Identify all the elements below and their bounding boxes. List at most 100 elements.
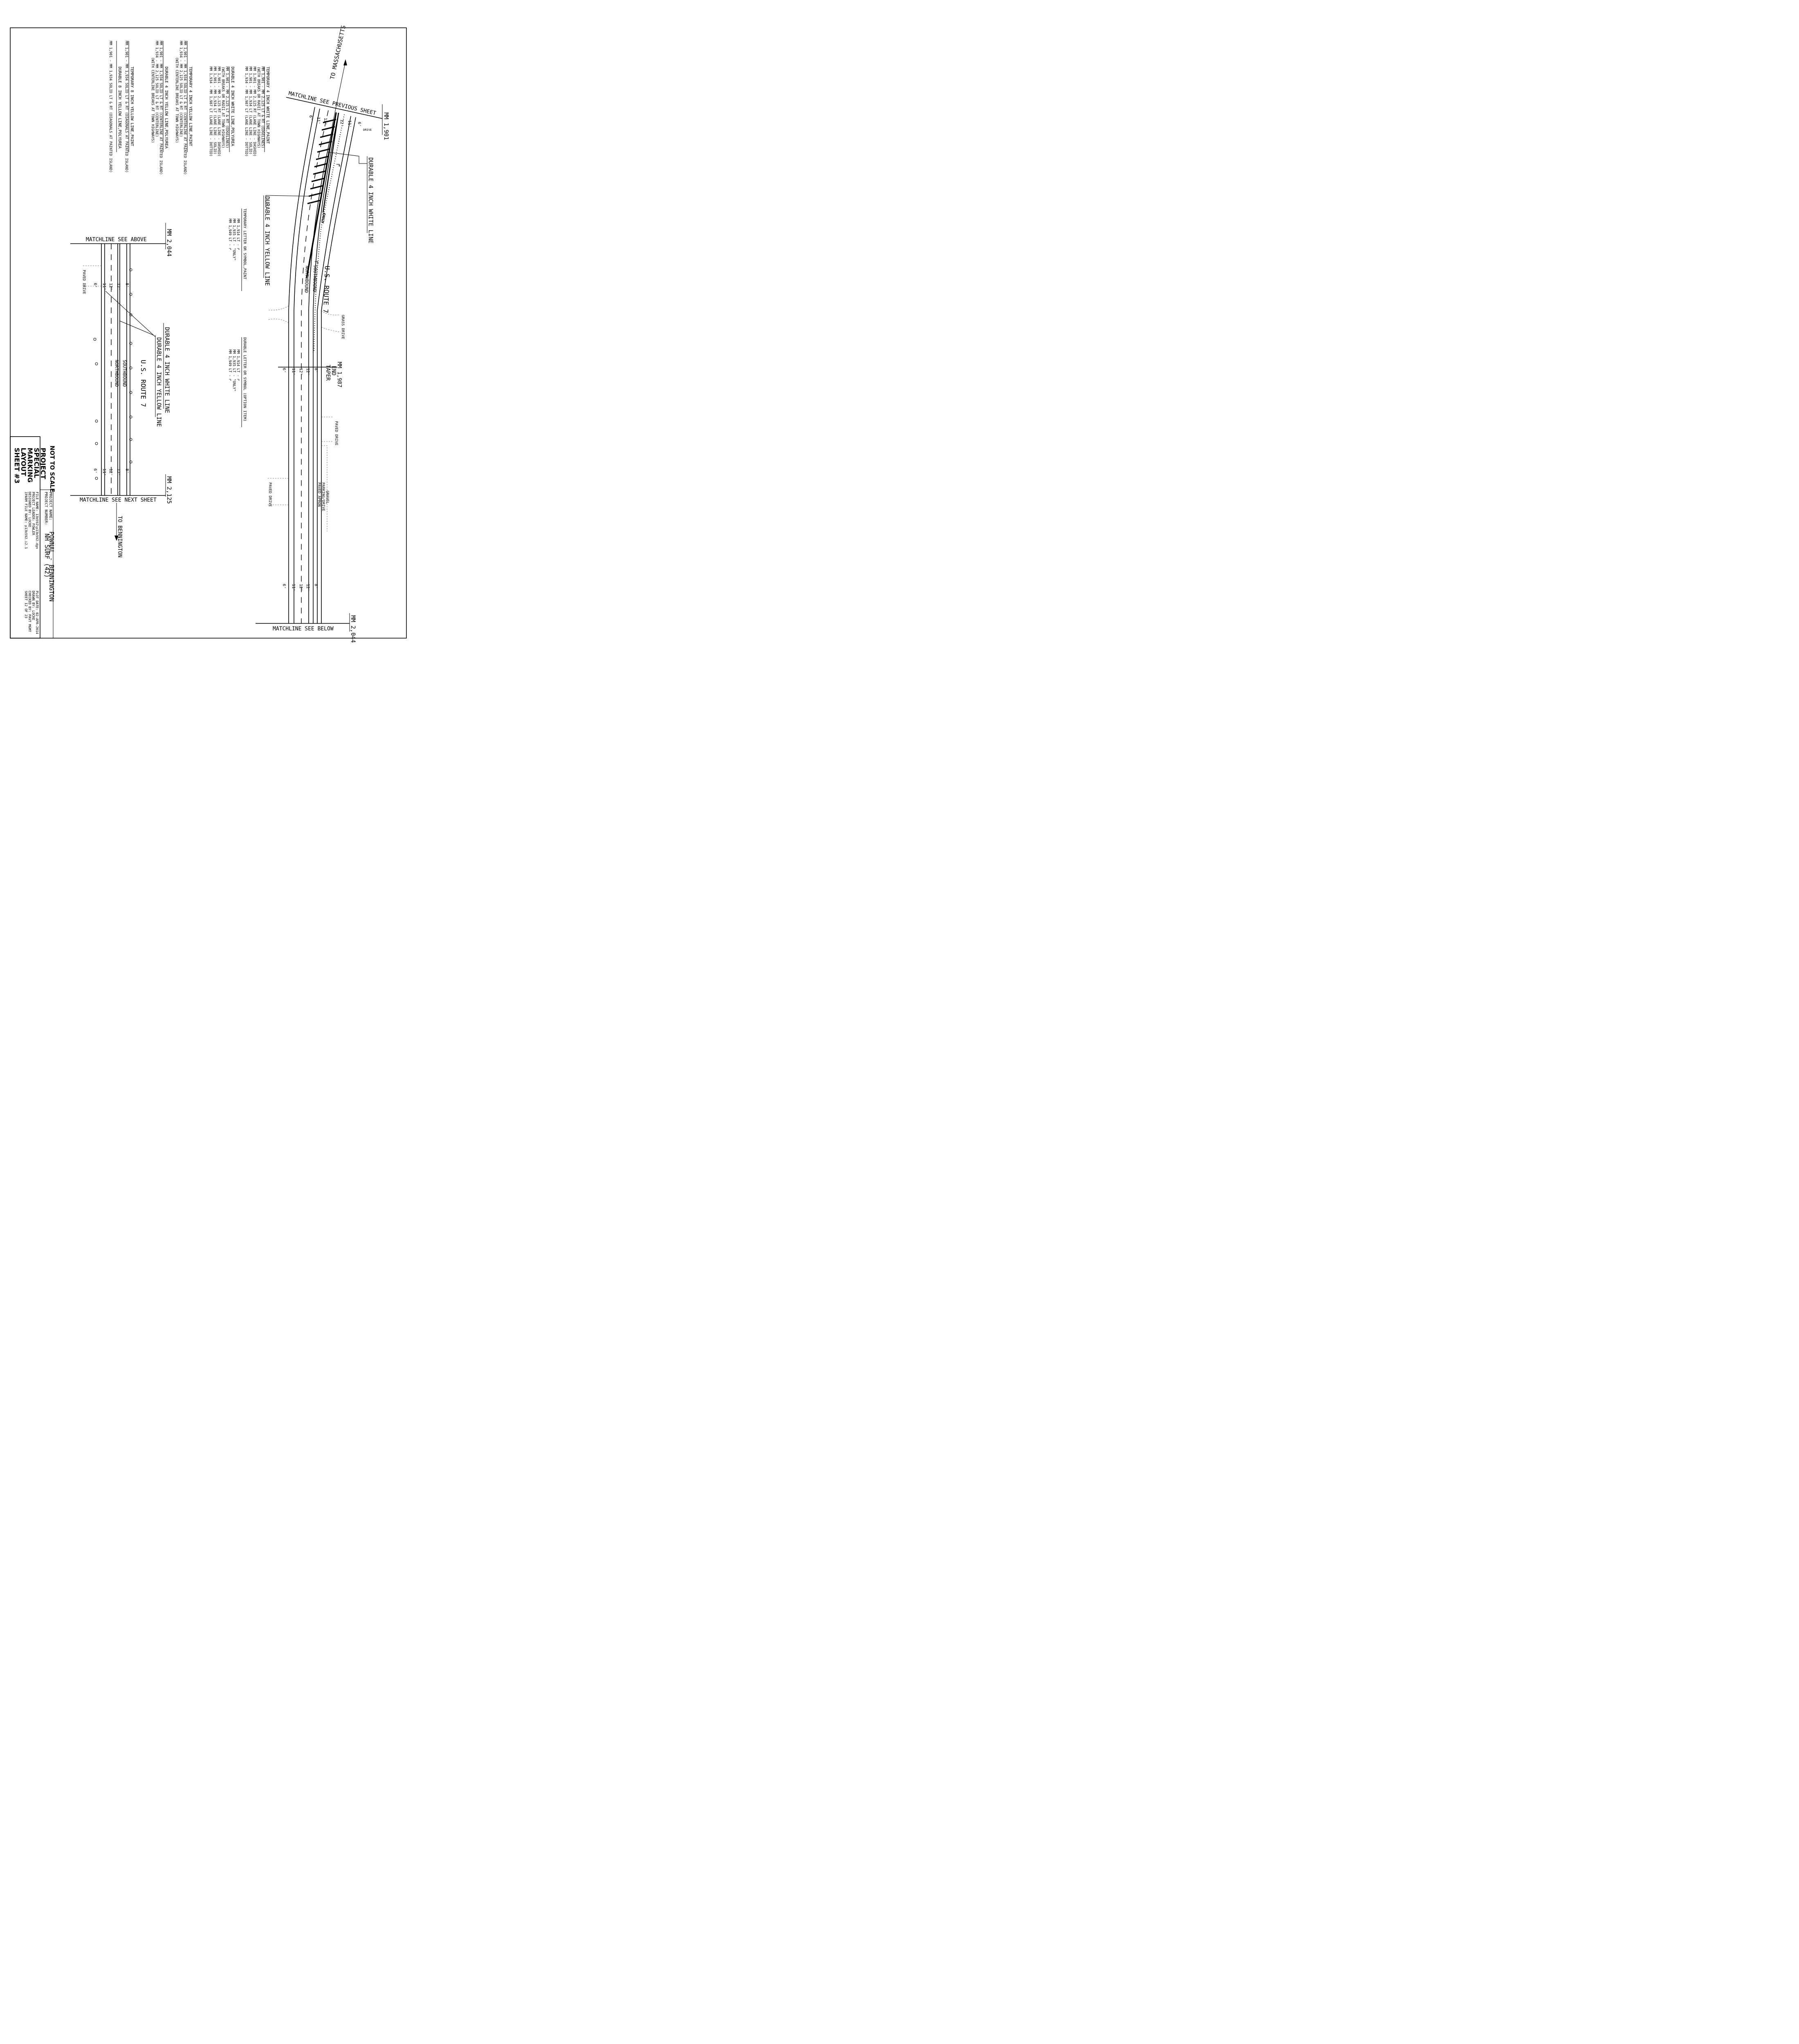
- legend-line: MM 1,934 - MM 1,987 LT (LANE LINE - DOTT…: [244, 67, 248, 157]
- legend-line: MM 1,949 LT - ↱: [228, 350, 232, 381]
- plot-date: PLOT DATE: 02-APR-2014: [35, 591, 39, 634]
- dim-label: 6': [282, 368, 286, 373]
- leader-durable-white: [105, 291, 156, 352]
- dim-label: 8': [314, 584, 318, 589]
- project-number-label: PROJECT NUMBER:: [44, 492, 48, 525]
- durable-yellow-callout: DURABLE 4 INCH YELLOW LINE: [264, 196, 270, 286]
- legend-line: (WITH BREAKS OR RADII AT TOWN HIGHWAYS): [256, 67, 260, 148]
- project-number: NH SURF (42): [43, 533, 51, 578]
- dim-label: 11': [102, 283, 106, 290]
- mm-2125-label: MM 2,125: [166, 476, 172, 504]
- route-label: U.S. ROUTE 7: [322, 266, 331, 313]
- dim-label: 12': [116, 468, 121, 476]
- project-name: POWNAL - BENNINGTON: [48, 531, 55, 602]
- file-name: FILE NAME: 13b592\p13b592.dgn: [35, 492, 39, 549]
- end-taper-label-2: TAPER: [325, 365, 331, 381]
- paved-drive-lines: [82, 265, 101, 287]
- road-edge-right: [317, 116, 351, 623]
- iparm-file: IPARM FILE NAME: p13b592.i2.1: [24, 492, 28, 549]
- dim-label: 11': [291, 584, 296, 591]
- paved-drive-label-2: PAVED DRIVE: [268, 482, 272, 507]
- southbound-label-lower: SOUTHBOUND: [122, 360, 127, 387]
- dim-label: 8': [125, 468, 129, 473]
- leader-durable-yellow: [119, 320, 154, 336]
- legend-temp-symbol-header: TEMPORARY LETTER OR SYMBOL,PAINT: [242, 208, 247, 280]
- dim-label: 6': [357, 122, 361, 127]
- legend-line: (WITH BREAKS OR RADII AT TOWN HIGHWAYS): [221, 67, 225, 148]
- dim-label: 11': [347, 120, 352, 128]
- arrow-head: [343, 59, 347, 65]
- gravel-label-2: PARKING/DRIVE: [321, 482, 325, 511]
- lane-line-dashed: [301, 110, 329, 623]
- paved-drive-lines-left: [268, 478, 289, 505]
- diagonal-hatches: [307, 119, 336, 204]
- utility-poles: [93, 268, 132, 480]
- not-to-scale-label: NOT TO SCALE: [49, 446, 55, 492]
- matchline-previous: [286, 97, 383, 119]
- dim-label: 6': [93, 468, 97, 473]
- sheet-number: SHEET 12 OF 23: [24, 591, 28, 619]
- legend-durable-symbol-header: DURABLE LETTER OR SYMBOL (OPTION ITEM): [242, 337, 247, 421]
- durable-white-callout-lower: DURABLE 4 INCH WHITE LINE: [164, 327, 170, 413]
- legend-line: MM 1,934 - MM 1,987 LT (LANE LINE - DOTT…: [209, 67, 213, 157]
- dim-label: 8': [314, 368, 318, 373]
- dim-label: 12': [305, 584, 310, 591]
- lower-plan: MATCHLINE SEE ABOVE MM 2,044 MATCHLINE S…: [70, 223, 172, 558]
- legend-durable-yellow8-header: DURABLE 8 INCH YELLOW LINE,POLYUREA: [117, 67, 122, 148]
- drawing-canvas: NOT TO SCALE PROJECT SPECIAL MARKING LAY…: [10, 25, 407, 643]
- legend-line: (WITH CENTERLINE BREAKS AT TOWN HIGHWAYS…: [175, 57, 179, 143]
- dim-label: 12': [108, 283, 113, 290]
- matchline-below-label: MATCHLINE SEE BELOW: [273, 626, 334, 632]
- legend-line: MM 1,935 LT - "ONLY": [232, 350, 236, 391]
- project-name-label: PROJECT NAME:: [48, 492, 52, 520]
- northbound-label: NORTHBOUND: [304, 266, 310, 293]
- legend-line: MM 1,949 LT - ↱: [228, 219, 232, 250]
- dim-label: 6': [308, 115, 313, 120]
- legend-line: MM 1,901 - MM 2,125 RT (LANE LINE - DASH…: [217, 67, 221, 157]
- gravel-boundary: [321, 445, 327, 531]
- paved-drive-lines: [321, 417, 333, 442]
- matchline-previous-label: MATCHLINE SEE PREVIOUS SHEET: [288, 90, 377, 117]
- end-taper-label: END: [330, 366, 336, 376]
- leader-durable-yellow: [265, 195, 311, 206]
- upper-plan: MATCHLINE SEE PREVIOUS SHEET MM 1,901 TO…: [256, 25, 389, 643]
- drive-left-lines: [267, 305, 289, 323]
- legend-line: MM 1,935 LT - "ONLY": [232, 219, 236, 260]
- southbound-label: SOUTHBOUND: [312, 265, 318, 292]
- project-leader: PROJECT LEADER: FOWLER: [31, 492, 35, 535]
- arrow-head: [114, 536, 119, 541]
- paved-drive-label: PAVED DRIVE: [82, 270, 86, 294]
- title-line-4: LAYOUT: [20, 448, 27, 476]
- road-edge-left-outer: [288, 107, 315, 623]
- to-massachusetts-arrow: [332, 61, 346, 127]
- legend-line: MM 1,901 - MM 1,934 SOLID LT & RT (CENTE…: [183, 41, 187, 175]
- mm-2044-label-lower: MM 2,044: [166, 229, 172, 256]
- dim-label: 12': [298, 368, 303, 375]
- drive-label: DRIVE: [363, 128, 372, 132]
- designed-by: DESIGNED BY: LOCKE: [28, 492, 31, 527]
- leader-durable-white: [327, 152, 367, 164]
- dim-label: 12': [298, 584, 303, 591]
- title-line-3: MARKING: [26, 448, 34, 483]
- title-line-1: PROJECT: [39, 448, 47, 479]
- northbound-label-lower: NORTHBOUND: [114, 360, 119, 387]
- title-line-2: SPECIAL: [33, 448, 40, 478]
- dim-label: 6': [282, 584, 286, 589]
- checked-by: CHECKED BY: PAVT MGMT: [28, 591, 31, 632]
- legend-line: MM 1,901 - MM 2,125 LT & RT (EDGELINES): [260, 67, 265, 148]
- legend-line: MM 1,901 - MM 1,934 SOLID LT & RT (CENTE…: [159, 41, 163, 175]
- mm-1901-label: MM 1,901: [383, 112, 389, 140]
- durable-white-callout: DURABLE 4 INCH WHITE LINE: [367, 157, 374, 244]
- legend-line: (WITH CENTERLINE BREAKS AT TOWN HIGHWAYS…: [150, 57, 155, 143]
- island-edge: [306, 112, 337, 278]
- matchline-next-label: MATCHLINE SEE NEXT SHEET: [80, 497, 157, 503]
- sheet-border: [10, 27, 407, 639]
- plan-sheet: NOT TO SCALE PROJECT SPECIAL MARKING LAY…: [0, 0, 419, 647]
- dim-label: 12': [323, 118, 327, 125]
- turn-arrow-symbol-1: ↱: [335, 164, 341, 167]
- legend-durable-yellow-header: DURABLE 4 INCH YELLOW LINE,POLYUREA: [164, 67, 168, 148]
- end-taper-mm: MM 1,987: [336, 362, 342, 388]
- dim-label: 11': [316, 117, 321, 124]
- gravel-label-3: PAVED APRON: [317, 482, 321, 507]
- gravel-label: GRAVEL: [325, 491, 329, 504]
